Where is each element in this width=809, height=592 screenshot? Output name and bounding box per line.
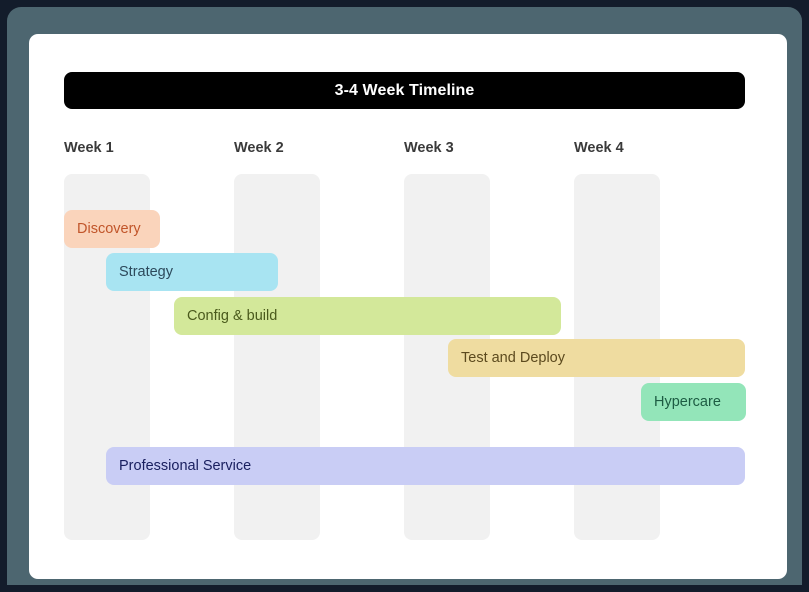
task-bar-label: Professional Service [119, 457, 252, 474]
task-bar[interactable]: Hypercare [641, 383, 746, 421]
week-header-label-4: Week 4 [574, 140, 624, 156]
task-bar-label: Discovery [77, 220, 141, 237]
week-header-label-3: Week 3 [404, 140, 454, 156]
page-title: 3-4 Week Timeline [334, 81, 475, 99]
task-bar[interactable]: Professional Service [106, 447, 745, 485]
timeline-title-banner: 3-4 Week Timeline [64, 72, 745, 109]
task-bar[interactable]: Test and Deploy [448, 339, 745, 377]
task-bar-label: Strategy [119, 263, 173, 280]
task-bar[interactable]: Strategy [106, 253, 278, 291]
week-header-label-1: Week 1 [64, 140, 114, 156]
task-bar-label: Config & build [187, 307, 278, 324]
week-labels-layer: Week 1 Week 2 Week 3 Week 4 [29, 34, 787, 579]
task-bar-label: Hypercare [654, 393, 721, 410]
task-bar[interactable]: Config & build [174, 297, 561, 335]
task-bar-label: Test and Deploy [461, 349, 565, 366]
task-bar[interactable]: Discovery [64, 210, 160, 248]
week-header-label-2: Week 2 [234, 140, 284, 156]
